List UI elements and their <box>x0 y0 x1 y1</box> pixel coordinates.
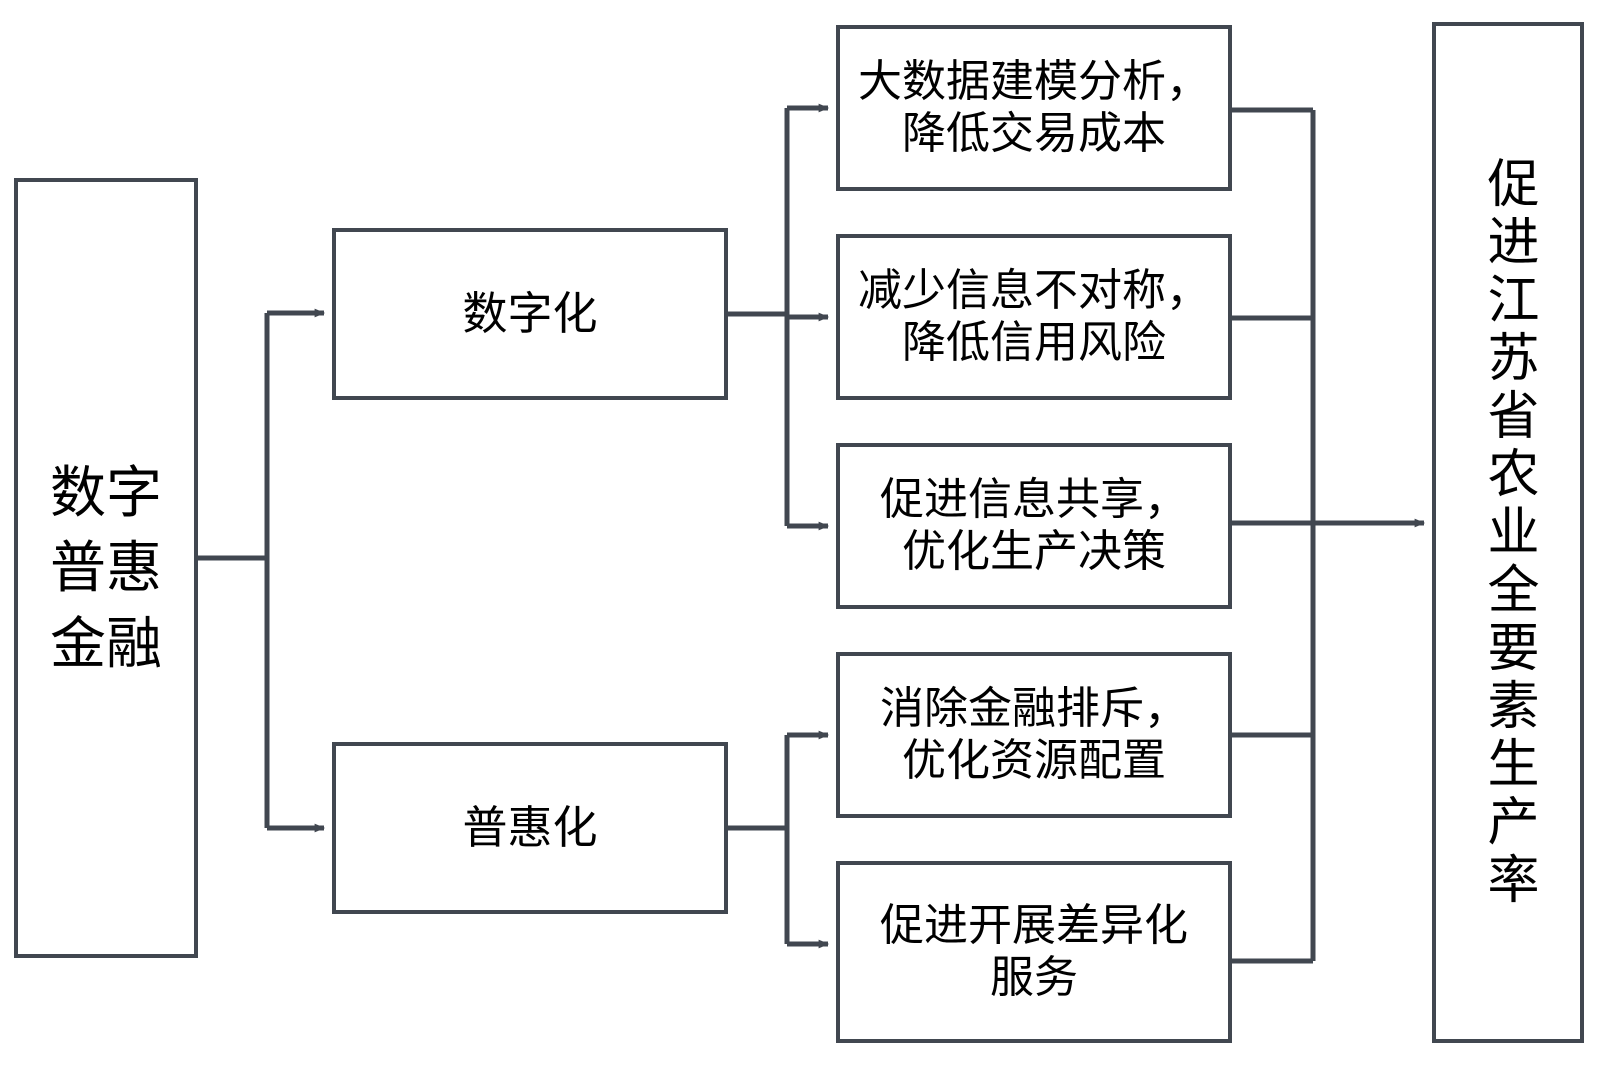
node-effect-0-label: 大数据建模分析， 降低交易成本 <box>858 57 1210 158</box>
node-outcome-label: 促进江苏省农业全要素生产率 <box>1479 155 1537 910</box>
node-effect-1-label: 减少信息不对称， 降低信用风险 <box>858 266 1210 367</box>
node-outcome-agricultural-tfp[interactable]: 促进江苏省农业全要素生产率 <box>1432 22 1584 1043</box>
node-digital-inclusive-finance[interactable]: 数字 普惠 金融 <box>14 178 198 958</box>
node-effect-3-label: 消除金融排斥， 优化资源配置 <box>880 684 1188 785</box>
node-inclusiveness[interactable]: 普惠化 <box>332 742 728 914</box>
node-effect-information-sharing[interactable]: 促进信息共享， 优化生产决策 <box>836 443 1232 609</box>
node-digitalization[interactable]: 数字化 <box>332 228 728 400</box>
node-effect-information-asymmetry[interactable]: 减少信息不对称， 降低信用风险 <box>836 234 1232 400</box>
node-effect-differentiated-service[interactable]: 促进开展差异化 服务 <box>836 861 1232 1043</box>
node-effect-2-label: 促进信息共享， 优化生产决策 <box>880 475 1188 576</box>
node-effect-4-label: 促进开展差异化 服务 <box>880 901 1188 1002</box>
node-source-label: 数字 普惠 金融 <box>50 460 162 675</box>
node-inclusive-label: 普惠化 <box>462 802 598 854</box>
node-effect-bigdata-modeling[interactable]: 大数据建模分析， 降低交易成本 <box>836 25 1232 191</box>
node-digital-label: 数字化 <box>462 288 598 340</box>
node-effect-financial-exclusion[interactable]: 消除金融排斥， 优化资源配置 <box>836 652 1232 818</box>
